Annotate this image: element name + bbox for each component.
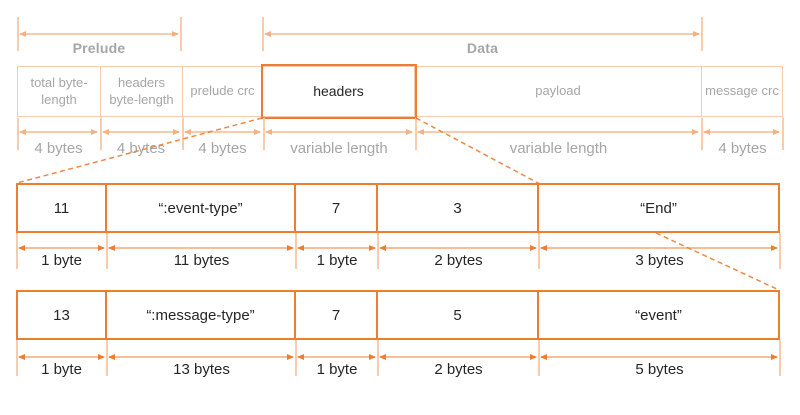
header-size-label: 1 byte [41,361,82,378]
bracket-tick [262,17,264,51]
size-arrow [418,131,698,133]
size-arrow [19,247,104,249]
size-arrow [19,356,104,358]
frame-size-label: 4 bytes [34,140,83,157]
size-tick [779,233,781,269]
header-name-cell: “:message-type” [107,292,296,338]
header-value-length-cell: 3 [378,185,539,231]
size-arrow [298,356,375,358]
message-frame-row: total byte-length headers byte-length pr… [17,66,783,117]
size-arrow [704,131,779,133]
frame-field-headers-byte-length: headers byte-length [101,67,183,116]
prelude-span-arrow [20,33,178,35]
size-tick [106,233,108,269]
header-size-label: 1 byte [41,252,82,269]
bracket-tick [701,17,703,51]
size-tick [377,233,379,269]
size-arrow [541,247,777,249]
frame-field-headers: headers [263,67,415,116]
size-arrow [541,356,777,358]
frame-field-message-crc: message crc [705,83,779,99]
size-arrow [380,247,536,249]
header-size-label: 11 bytes [173,252,230,269]
size-tick [16,233,18,269]
size-tick [263,118,265,150]
frame-field-total-byte-length: total byte-length [18,67,101,116]
size-arrow [185,131,260,133]
header-value-cell: “End” [640,199,677,217]
data-bracket-label: Data [466,40,499,56]
size-tick [701,118,703,150]
frame-size-label: 4 bytes [718,140,767,157]
bracket-tick [180,17,182,51]
size-tick [16,340,18,376]
size-tick [295,233,297,269]
header-example-row-2: 13 “:message-type” 7 5 “event” [16,290,780,340]
size-tick [779,340,781,376]
header-example-row-1: 11 “:event-type” 7 3 “End” [16,183,780,233]
header-value-length-cell: 5 [378,292,539,338]
size-tick [538,233,540,269]
header-size-label: 1 byte [316,252,358,269]
size-arrow [109,356,293,358]
size-arrow [380,356,536,358]
header-size-label: 2 bytes [434,361,483,378]
headers-field-highlight-border [261,64,417,119]
header-value-type-cell: 7 [296,292,378,338]
header-size-label: 1 byte [316,361,358,378]
frame-size-label: variable length [290,140,388,157]
frame-size-label: 4 bytes [116,140,166,157]
header-size-label: 5 bytes [635,361,684,378]
size-arrow [20,131,97,133]
data-span-arrow [265,33,699,35]
header-name-cell: “:event-type” [107,185,296,231]
size-arrow [298,247,375,249]
header-value-type-cell: 7 [296,185,378,231]
header-size-label: 2 bytes [434,252,483,269]
header-value-cell: “event” [635,306,682,324]
header-name-length-cell: 11 [18,185,107,231]
frame-size-label: variable length [509,140,608,157]
size-arrow [103,131,179,133]
size-tick [782,118,784,150]
size-arrow [266,131,412,133]
size-arrow [109,247,293,249]
frame-field-prelude-crc: prelude crc [183,67,263,116]
size-tick [538,340,540,376]
header-size-label: 3 bytes [635,252,684,269]
size-tick [295,340,297,376]
bracket-tick [17,17,19,51]
frame-field-payload: payload [415,67,702,116]
prelude-bracket-label: Prelude [72,40,126,56]
header-name-length-cell: 13 [18,292,107,338]
header-size-label: 13 bytes [173,361,230,378]
frame-size-label: 4 bytes [198,140,247,157]
size-tick [106,340,108,376]
size-tick [377,340,379,376]
